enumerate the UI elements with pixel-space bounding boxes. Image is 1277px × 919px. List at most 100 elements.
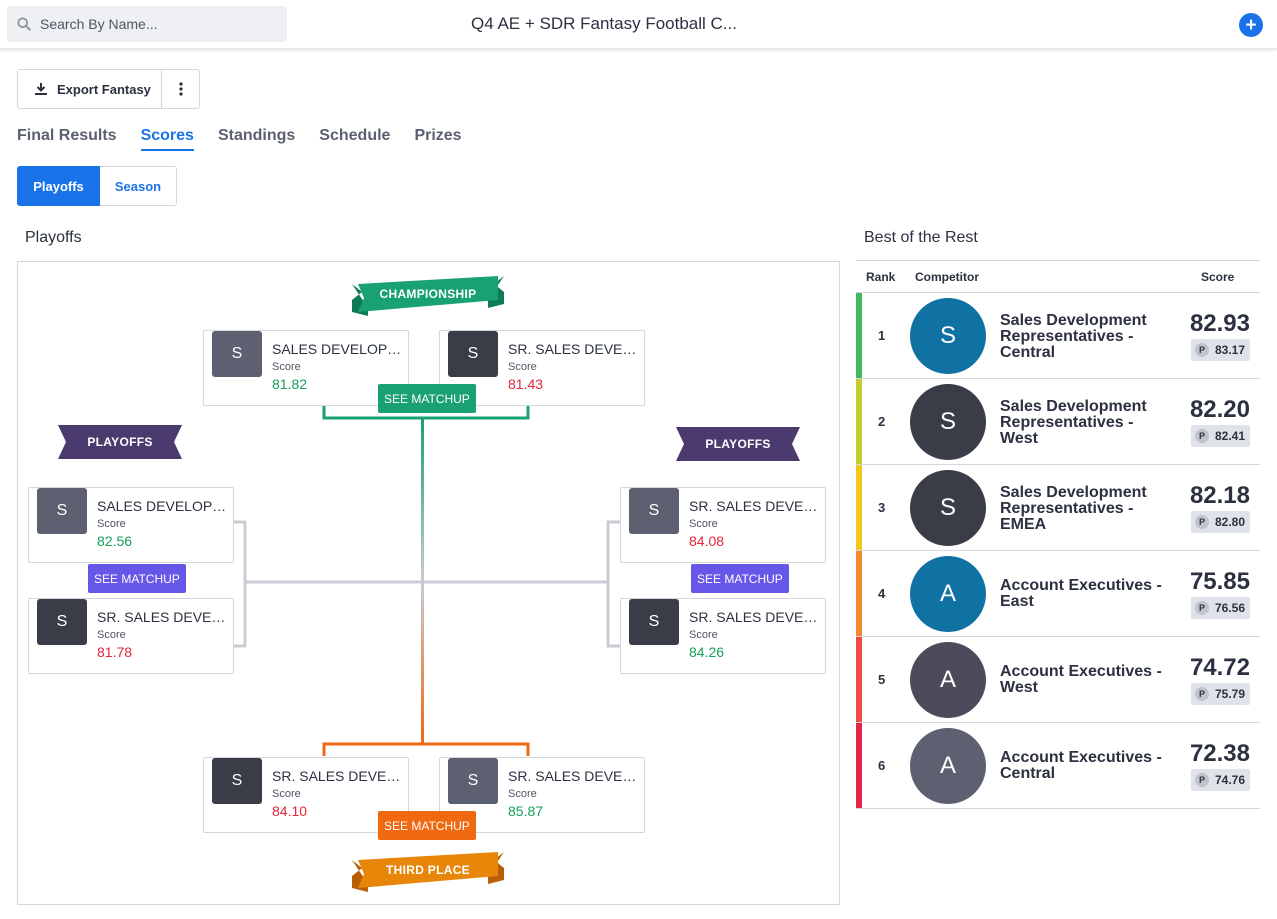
team-name: SR. SALES DEVELO... — [272, 768, 404, 784]
avatar: S — [910, 298, 986, 374]
rank-value: 1 — [878, 328, 886, 343]
projected-icon: P — [1194, 343, 1209, 357]
avatar: S — [37, 488, 87, 534]
playoffs-banner-right: PLAYOFFS — [676, 427, 800, 461]
competitor-score: 75.85 — [1189, 568, 1250, 595]
table-row[interactable]: 3 S Sales Development Representatives - … — [856, 465, 1260, 551]
score-label: Score — [508, 361, 537, 373]
team-name: SR. SALES DEVELO... — [689, 609, 821, 625]
tab-bar: Final Results Scores Standings Schedule … — [17, 127, 486, 151]
team-score: 81.43 — [508, 376, 544, 392]
tab-final-results[interactable]: Final Results — [17, 127, 117, 144]
search-input[interactable] — [40, 16, 270, 32]
score-label: Score — [97, 518, 126, 530]
rank-color-bar — [856, 465, 862, 550]
avatar: S — [448, 331, 498, 377]
add-button[interactable]: + — [1239, 13, 1263, 37]
semifinal-right-see-matchup-button[interactable]: SEE MATCHUP — [691, 564, 789, 593]
semifinal-right-team-1[interactable]: S SR. SALES DEVELO... Score 84.08 — [620, 487, 826, 563]
score-label: Score — [508, 788, 537, 800]
search-icon — [17, 17, 31, 31]
more-vertical-icon — [178, 82, 183, 96]
score-label: Score — [689, 518, 718, 530]
projected-score: 75.79 — [1214, 687, 1245, 701]
competitor-score: 74.72 — [1189, 654, 1250, 681]
team-name: SR. SALES DEVELO... — [689, 498, 821, 514]
projected-icon: P — [1194, 687, 1209, 701]
third-place-team-1[interactable]: S SR. SALES DEVELO... Score 84.10 — [203, 757, 409, 833]
semifinal-left-see-matchup-button[interactable]: SEE MATCHUP — [88, 564, 186, 593]
competitor-score: 82.93 — [1189, 310, 1250, 337]
competitor-name: Sales Development Representatives - Cent… — [1000, 312, 1147, 361]
projected-icon: P — [1194, 773, 1209, 787]
team-name: SALES DEVELOPM... — [97, 498, 229, 514]
avatar: A — [910, 642, 986, 718]
team-score: 84.10 — [272, 803, 308, 819]
third-place-see-matchup-button[interactable]: SEE MATCHUP — [378, 811, 476, 840]
table-row[interactable]: 1 S Sales Development Representatives - … — [856, 293, 1260, 379]
competitor-score: 82.18 — [1189, 482, 1250, 509]
score-column-header: Score — [1201, 270, 1235, 284]
team-name: SR. SALES DEVELO... — [97, 609, 229, 625]
search-box[interactable] — [7, 6, 287, 42]
table-row[interactable]: 2 S Sales Development Representatives - … — [856, 379, 1260, 465]
rank-color-bar — [856, 551, 862, 636]
avatar: S — [910, 384, 986, 460]
tab-schedule[interactable]: Schedule — [319, 127, 391, 144]
avatar: S — [212, 758, 262, 804]
season-toggle[interactable]: Season — [100, 166, 177, 206]
championship-team-1[interactable]: S SALES DEVELOPM... Score 81.82 — [203, 330, 409, 406]
avatar: S — [448, 758, 498, 804]
projected-score: 76.56 — [1214, 601, 1245, 615]
tab-standings[interactable]: Standings — [217, 127, 296, 144]
semifinal-left-team-1[interactable]: S SALES DEVELOPM... Score 82.56 — [28, 487, 234, 563]
rank-color-bar — [856, 293, 862, 378]
export-fantasy-button[interactable]: Export Fantasy — [17, 69, 162, 109]
competitor-name: Account Executives - East — [1000, 577, 1162, 610]
tab-scores[interactable]: Scores — [140, 127, 194, 151]
projected-icon: P — [1194, 601, 1209, 615]
team-score: 82.56 — [97, 533, 133, 549]
projected-score: 83.17 — [1214, 343, 1245, 357]
score-label: Score — [272, 788, 301, 800]
projected-icon: P — [1194, 429, 1209, 443]
competitor-name: Account Executives - West — [1000, 663, 1162, 696]
more-options-button[interactable] — [161, 69, 200, 109]
projected-score-badge: P 76.56 — [1190, 597, 1250, 619]
table-row[interactable]: 6 A Account Executives - Central 72.38 P… — [856, 723, 1260, 809]
competitor-score: 82.20 — [1189, 396, 1250, 423]
playoffs-toggle[interactable]: Playoffs — [17, 166, 100, 206]
best-of-rest-title: Best of the Rest — [864, 229, 978, 246]
avatar: S — [910, 470, 986, 546]
tab-prizes[interactable]: Prizes — [414, 127, 462, 144]
competitor-column-header: Competitor — [915, 270, 979, 284]
score-label: Score — [272, 361, 301, 373]
view-toggle: Playoffs Season — [17, 166, 177, 206]
championship-label: CHAMPIONSHIP — [379, 287, 477, 301]
team-name: SALES DEVELOPM... — [272, 341, 404, 357]
championship-see-matchup-button[interactable]: SEE MATCHUP — [378, 384, 476, 413]
projected-icon: P — [1194, 515, 1209, 529]
team-name: SR. SALES DEVELO... — [508, 341, 640, 357]
export-fantasy-label: Export Fantasy — [57, 81, 151, 97]
playoff-bracket: CHAMPIONSHIP PLAYOFFS PLAYOFFS THIRD PLA… — [17, 261, 840, 905]
rank-column-header: Rank — [866, 270, 896, 284]
download-icon — [35, 83, 47, 95]
rank-value: 3 — [878, 500, 886, 515]
third-place-banner: THIRD PLACE — [352, 848, 504, 892]
semifinal-right-team-2[interactable]: S SR. SALES DEVELO... Score 84.26 — [620, 598, 826, 674]
table-header: Rank Competitor Score — [856, 260, 1260, 293]
semifinal-left-team-2[interactable]: S SR. SALES DEVELO... Score 81.78 — [28, 598, 234, 674]
third-place-label: THIRD PLACE — [386, 863, 470, 877]
avatar: S — [212, 331, 262, 377]
avatar: S — [37, 599, 87, 645]
rank-value: 4 — [878, 586, 886, 601]
competitor-score: 72.38 — [1189, 740, 1250, 767]
playoffs-section-title: Playoffs — [25, 229, 82, 246]
rank-color-bar — [856, 379, 862, 464]
